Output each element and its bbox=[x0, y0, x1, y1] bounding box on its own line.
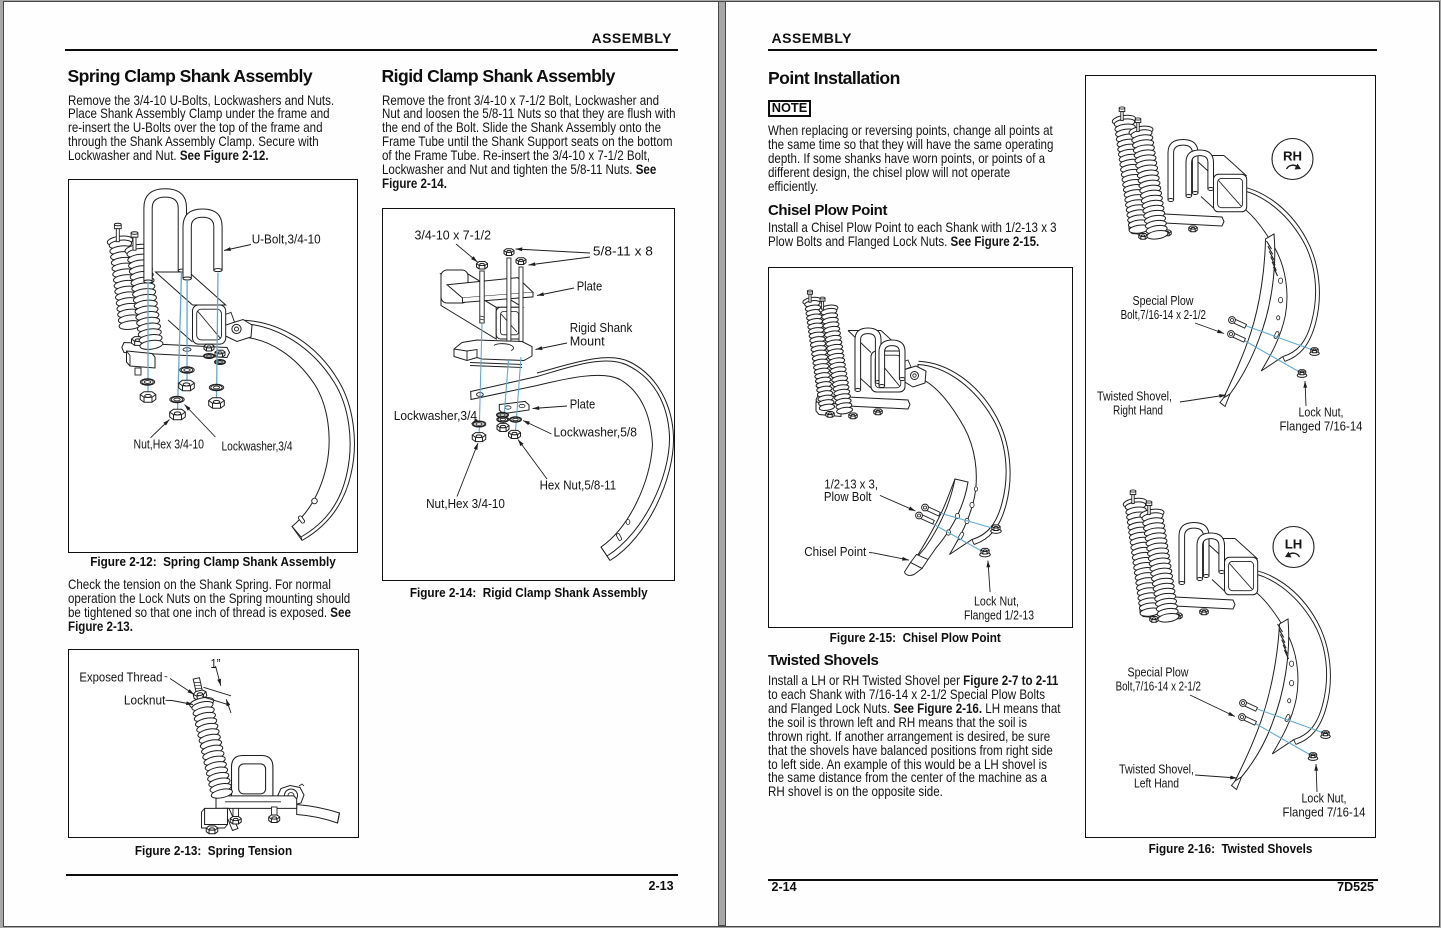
svg-text:Lock Nut,: Lock Nut, bbox=[1301, 790, 1346, 805]
svg-text:Mount: Mount bbox=[569, 333, 604, 348]
svg-text:Special Plow: Special Plow bbox=[1132, 292, 1193, 307]
svg-text:Right Hand: Right Hand bbox=[1113, 402, 1163, 417]
svg-text:Twisted Shovel,: Twisted Shovel, bbox=[1097, 388, 1172, 403]
svg-text:1/2-13 x 3,: 1/2-13 x 3, bbox=[824, 476, 878, 491]
svg-text:Hex Nut,5/8-11: Hex Nut,5/8-11 bbox=[539, 477, 616, 492]
svg-text:Bolt,7/16-14 x 2-1/2: Bolt,7/16-14 x 2-1/2 bbox=[1120, 306, 1205, 321]
svg-text:Exposed Thread: Exposed Thread bbox=[79, 669, 162, 684]
svg-text:Flanged 1/2-13: Flanged 1/2-13 bbox=[964, 607, 1034, 622]
svg-text:1”: 1” bbox=[211, 656, 221, 671]
svg-text:Locknut: Locknut bbox=[124, 692, 166, 707]
svg-text:5/8-11 x 8: 5/8-11 x 8 bbox=[592, 243, 652, 258]
svg-text:Left Hand: Left Hand bbox=[1134, 775, 1179, 790]
svg-text:Lock Nut,: Lock Nut, bbox=[974, 593, 1019, 608]
svg-text:LH: LH bbox=[1284, 536, 1302, 551]
svg-text:Rigid Shank: Rigid Shank bbox=[569, 320, 632, 335]
svg-text:Plow Bolt: Plow Bolt bbox=[824, 489, 872, 504]
svg-text:Twisted Shovel,: Twisted Shovel, bbox=[1119, 761, 1194, 776]
svg-text:Lockwasher,3/4: Lockwasher,3/4 bbox=[393, 408, 476, 423]
svg-text:Nut,Hex 3/4-10: Nut,Hex 3/4-10 bbox=[426, 496, 505, 511]
svg-text:Flanged 7/16-14: Flanged 7/16-14 bbox=[1279, 418, 1362, 433]
svg-text:Chisel Point: Chisel Point bbox=[804, 544, 866, 559]
svg-text:Flanged 7/16-14: Flanged 7/16-14 bbox=[1282, 804, 1365, 819]
svg-text:U-Bolt,3/4-10: U-Bolt,3/4-10 bbox=[252, 231, 321, 246]
svg-text:Plate: Plate bbox=[569, 396, 595, 411]
svg-text:3/4-10 x 7-1/2: 3/4-10 x 7-1/2 bbox=[414, 227, 491, 242]
svg-text:Nut,Hex 3/4-10: Nut,Hex 3/4-10 bbox=[134, 436, 205, 451]
svg-text:Plate: Plate bbox=[576, 278, 602, 293]
svg-text:Special Plow: Special Plow bbox=[1127, 664, 1188, 679]
svg-text:Lockwasher,5/8: Lockwasher,5/8 bbox=[553, 424, 636, 439]
svg-text:Lock Nut,: Lock Nut, bbox=[1298, 404, 1343, 419]
svg-text:RH: RH bbox=[1282, 148, 1301, 163]
svg-text:Bolt,7/16-14 x 2-1/2: Bolt,7/16-14 x 2-1/2 bbox=[1115, 678, 1200, 693]
svg-text:Lockwasher,3/4: Lockwasher,3/4 bbox=[222, 438, 293, 453]
